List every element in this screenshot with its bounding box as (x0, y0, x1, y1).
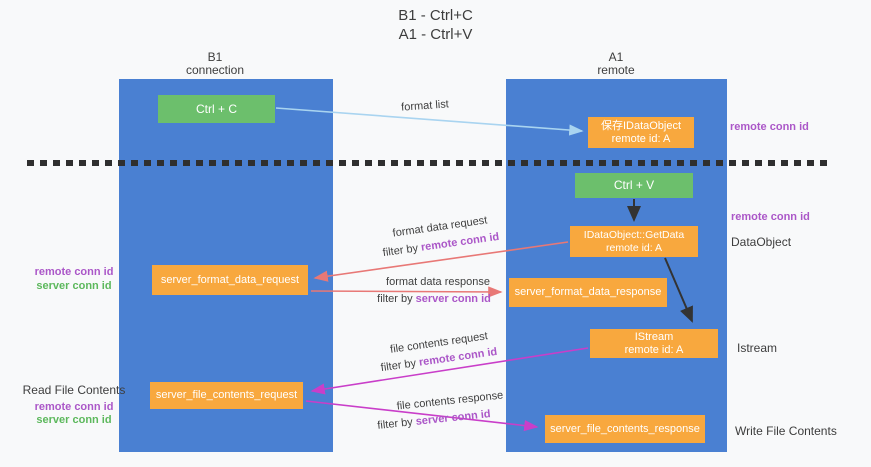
filter-prefix: filter by (377, 293, 416, 305)
remote-conn-id-label-right-mid: remote conn id (731, 211, 810, 223)
lane-header-a1: A1 remote (521, 51, 711, 77)
read-file-contents-label: Read File Contents (22, 383, 126, 397)
title-line-1: B1 - Ctrl+C (398, 7, 473, 24)
istream-box: IStream remote id: A (590, 329, 718, 358)
server-file-contents-request-box: server_file_contents_request (150, 382, 303, 409)
dataobject-label: DataObject (731, 235, 792, 249)
server-file-contents-request-label: server_file_contents_request (155, 389, 298, 401)
ctrl-c-label: Ctrl + C (195, 101, 237, 116)
server-file-contents-response-box: server_file_contents_response (545, 415, 705, 443)
server-format-data-response-label: server_format_data_response (514, 286, 662, 298)
diagram-title: B1 - Ctrl+C A1 - Ctrl+V (0, 6, 871, 44)
ctrl-c-box: Ctrl + C (158, 95, 275, 123)
format-list-label: format list (400, 98, 450, 114)
istream-line1: IStream (634, 330, 674, 343)
session-divider-line (27, 160, 833, 166)
server-conn-id-value: server conn id (415, 293, 491, 305)
getdata-line1: IDataObject::GetData (583, 228, 685, 241)
save-dataobject-box: 保存IDataObject remote id: A (588, 117, 694, 148)
server-format-data-request-box: server_format_data_request (152, 265, 308, 295)
filter-prefix: filter by (376, 415, 417, 432)
title-line-2: A1 - Ctrl+V (398, 26, 473, 43)
lane-b1-name: B1 (207, 50, 223, 64)
ctrl-v-label: Ctrl + V (613, 178, 655, 192)
format-data-response-arrow (310, 286, 503, 298)
istream-side-label: Istream (737, 341, 778, 355)
lane-a1-name: A1 (608, 50, 624, 64)
format-data-response-label: format data response (386, 276, 490, 288)
filter-prefix: filter by (382, 241, 422, 260)
remote-conn-id-label-left-bottom: remote conn id (34, 401, 114, 413)
lane-b1-role: connection (185, 63, 245, 77)
istream-line2: remote id: A (624, 343, 684, 356)
filter-by-server-conn-id-label-1: filter by server conn id (368, 293, 500, 305)
getdata-line2: remote id: A (605, 241, 663, 254)
save-dataobject-line2: remote id: A (611, 132, 671, 145)
write-file-contents-label: Write File Contents (735, 424, 837, 438)
lane-header-b1: B1 connection (120, 51, 310, 77)
server-file-contents-response-label: server_file_contents_response (550, 422, 700, 435)
remote-conn-id-value: remote conn id (420, 230, 500, 254)
server-format-data-response-box: server_format_data_response (509, 278, 667, 307)
server-format-data-request-label: server_format_data_request (160, 273, 300, 286)
server-conn-id-value: server conn id (415, 408, 492, 428)
lane-a1-role: remote (597, 63, 635, 77)
idataobject-getdata-box: IDataObject::GetData remote id: A (570, 226, 698, 257)
server-conn-id-label-left-top: server conn id (36, 280, 112, 292)
server-conn-id-label-left-bottom: server conn id (36, 414, 112, 426)
remote-conn-id-label-right-top: remote conn id (730, 121, 809, 133)
remote-conn-id-label-left-top: remote conn id (34, 266, 114, 278)
ctrl-v-box: Ctrl + V (575, 173, 693, 198)
save-dataobject-line1: 保存IDataObject (600, 119, 682, 132)
filter-prefix: filter by (380, 356, 420, 375)
